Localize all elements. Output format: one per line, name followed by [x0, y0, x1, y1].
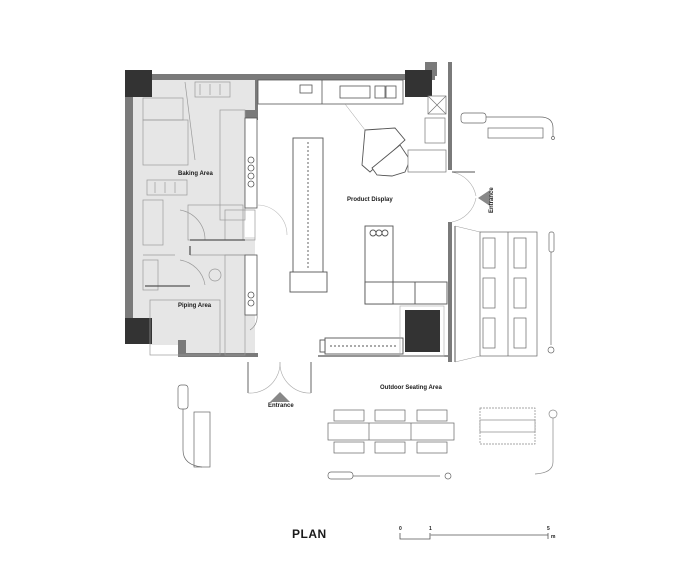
glazed-facade [454, 225, 481, 363]
kitchen-equipment [142, 81, 256, 356]
side-entrance-door [451, 171, 477, 223]
outdoor-bench-left [177, 384, 211, 468]
entrance-label-front: Entrance [268, 403, 294, 409]
kitchen-door-swing [256, 204, 288, 236]
room-label-product-display: Product Display [347, 197, 393, 203]
drawing-title: PLAN [292, 527, 327, 541]
kitchen-shelving [244, 117, 258, 316]
product-display-counter [289, 137, 328, 293]
service-counter-right [407, 95, 447, 173]
front-entrance-arrow [270, 392, 290, 402]
scale-unit: m [551, 534, 556, 540]
structural-columns [125, 70, 440, 352]
kitchen-partitions [145, 239, 245, 287]
register-station [399, 305, 445, 357]
side-entrance-arrow [478, 190, 490, 206]
scale-bar [399, 533, 549, 540]
front-entrance-doors [247, 361, 312, 394]
angled-display-counter [344, 103, 411, 177]
scale-tick-1: 1 [429, 526, 432, 532]
room-label-outdoor-seating-area: Outdoor Seating Area [380, 385, 442, 391]
front-counter [318, 337, 448, 357]
outdoor-bench-bottom-right [479, 407, 558, 475]
kitchen-door-swing-lower [249, 314, 258, 331]
exterior-walls [125, 62, 452, 362]
scale-tick-5: 5 [547, 526, 550, 532]
back-counter [257, 79, 404, 105]
room-label-baking-area: Baking Area [178, 171, 213, 177]
entrance-label-side: Entrance [489, 187, 495, 213]
outdoor-bench-top-right [460, 112, 555, 140]
scale-tick-0: 0 [399, 526, 402, 532]
outdoor-tables [327, 409, 455, 480]
room-label-piping-area: Piping Area [178, 303, 212, 309]
outdoor-bench-right [479, 231, 555, 357]
l-shaped-display-counter [364, 225, 448, 305]
